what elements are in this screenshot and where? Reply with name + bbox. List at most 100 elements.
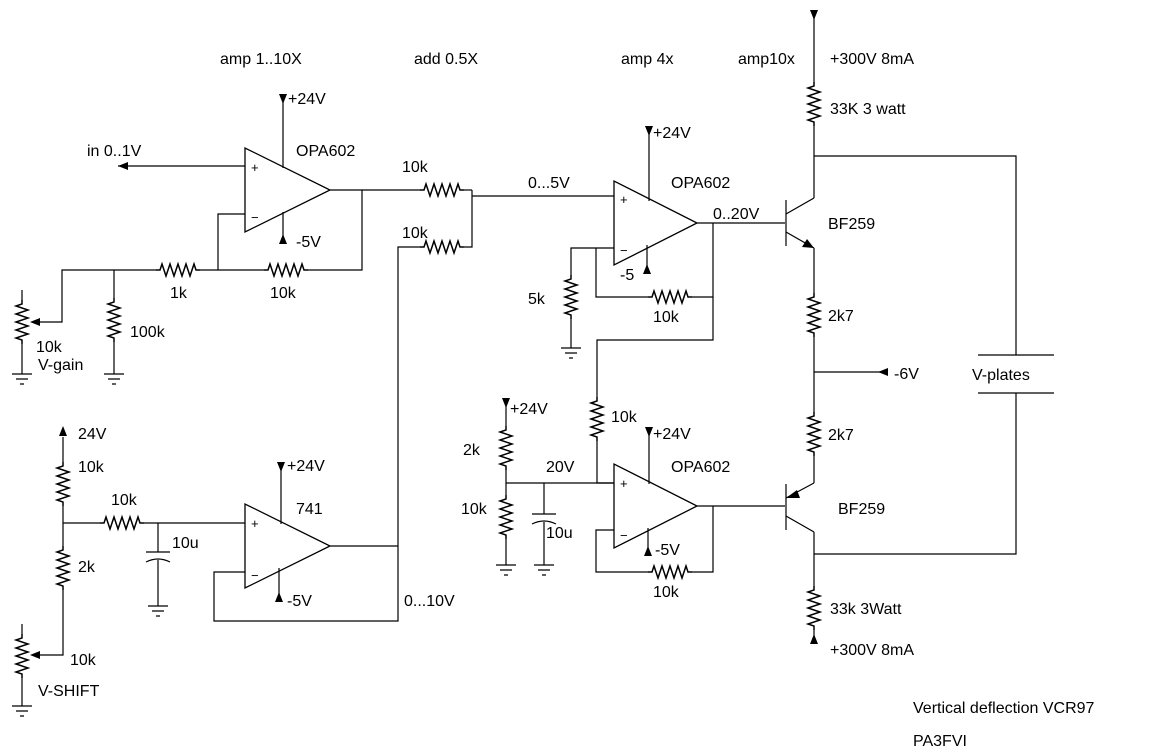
- svg-text:+: +: [620, 192, 628, 207]
- resistor-ref-bottom: [497, 495, 515, 539]
- emitter-supply-label: -6V: [894, 366, 919, 383]
- opamp-u3-vneg: -5V: [287, 593, 312, 610]
- capacitor-ref-label: 10u: [546, 525, 573, 542]
- transistor-q1: [785, 197, 815, 249]
- opamp-u2-vneg: -5: [620, 267, 634, 284]
- arrow-u2-vpos: [645, 126, 653, 136]
- title-amp-4x: amp 4x: [621, 51, 673, 68]
- opamp-u1-vneg: -5V: [296, 234, 321, 251]
- v-plates: [978, 354, 1054, 394]
- resistor-load-bottom-label: 33k 3Watt: [830, 601, 902, 618]
- node-label-out-stage3: 0..20V: [713, 206, 760, 223]
- arrow-u4-vpos: [645, 427, 653, 437]
- input-arrow: [118, 162, 128, 170]
- v-gain-value: 10k: [36, 339, 63, 356]
- arrow-u1-vneg: [279, 234, 287, 244]
- resistor-fb4-label: 10k: [653, 584, 680, 601]
- resistor-divider-bottom-label: 2k: [78, 559, 96, 576]
- resistor-100k-label: 100k: [130, 324, 166, 341]
- svg-text:−: −: [251, 210, 259, 225]
- resistor-filter: [100, 514, 144, 532]
- title-add-05x: add 0.5X: [414, 51, 478, 68]
- ref-supply-label: +24V: [510, 401, 548, 418]
- ground-symbol: [148, 605, 168, 617]
- svg-text:+: +: [251, 516, 259, 531]
- arrow-u3-vpos: [277, 462, 285, 472]
- supply-bottom-label: +300V 8mA: [830, 642, 914, 659]
- input-label: in 0..1V: [87, 143, 142, 160]
- resistor-load-bottom: [805, 586, 823, 630]
- ground-symbol: [12, 705, 32, 717]
- svg-text:−: −: [620, 243, 628, 258]
- shift-supply-label: 24V: [78, 426, 107, 443]
- resistor-1k-label: 1k: [170, 285, 188, 302]
- arrow-ref-supply: [502, 398, 510, 408]
- resistor-emit-bottom: [805, 412, 823, 456]
- resistor-sum1-label: 10k: [402, 159, 429, 176]
- node-label-shift-out: 0...10V: [404, 593, 455, 610]
- title-amp-10x: amp10x: [738, 51, 795, 68]
- arrow-u4-vneg: [644, 546, 652, 556]
- opamp-u2-name: OPA602: [671, 175, 730, 192]
- resistor-emit-bottom-label: 2k7: [828, 427, 854, 444]
- potentiometer-v-shift: [13, 634, 31, 678]
- resistor-emit-top: [805, 293, 823, 337]
- resistor-link-label: 10k: [611, 409, 638, 426]
- opamp-u3-vpos: +24V: [287, 458, 325, 475]
- transistor-q2: [785, 482, 815, 533]
- resistor-sum2: [420, 238, 464, 256]
- capacitor-filter-label: 10u: [172, 535, 199, 552]
- resistor-emit-top-label: 2k7: [828, 308, 854, 325]
- opamp-u1: + −: [244, 146, 332, 234]
- resistor-fb1: [264, 261, 308, 279]
- resistor-5k: [562, 275, 580, 319]
- opamp-u4: + −: [613, 462, 699, 550]
- transistor-q1-label: BF259: [828, 216, 875, 233]
- opamp-u4-vpos: +24V: [653, 426, 691, 443]
- resistor-ref-top: [497, 426, 515, 470]
- resistor-divider-top: [54, 462, 72, 506]
- resistor-fb2: [648, 288, 692, 306]
- footer-title: Vertical deflection VCR97: [913, 700, 1095, 717]
- resistor-sum2-label: 10k: [402, 225, 429, 242]
- resistor-ref-top-label: 2k: [463, 442, 481, 459]
- potentiometer-v-gain: [13, 300, 31, 344]
- opamp-u4-vneg: -5V: [655, 542, 680, 559]
- svg-text:−: −: [251, 568, 259, 583]
- resistor-100k: [105, 298, 123, 342]
- arrow-shift-supply: [59, 426, 67, 436]
- opamp-u1-vpos: +24V: [288, 91, 326, 108]
- resistor-ref-bottom-label: 10k: [461, 501, 488, 518]
- wiper-arrow-v-gain: [30, 318, 40, 326]
- v-shift-value: 10k: [70, 652, 97, 669]
- supply-top-label: +300V 8mA: [830, 51, 914, 68]
- opamp-u3-name: 741: [296, 501, 323, 518]
- resistor-fb4: [648, 563, 692, 581]
- resistor-divider-bottom: [54, 546, 72, 590]
- opamp-u2: + −: [613, 179, 699, 267]
- wiper-arrow-v-shift: [30, 651, 40, 659]
- ground-symbol: [561, 347, 581, 359]
- svg-text:+: +: [620, 476, 628, 491]
- ground-symbol: [496, 564, 516, 576]
- ground-symbol: [104, 373, 124, 385]
- transistor-q2-label: BF259: [838, 501, 885, 518]
- v-plates-label: V-plates: [972, 367, 1030, 384]
- arrow-u3-vneg: [275, 592, 283, 602]
- title-amp-1-10x: amp 1..10X: [220, 51, 302, 68]
- resistor-5k-label: 5k: [528, 291, 546, 308]
- resistor-fb1-label: 10k: [270, 285, 297, 302]
- resistor-filter-label: 10k: [111, 492, 138, 509]
- resistor-link: [588, 397, 606, 441]
- v-shift-name: V-SHIFT: [38, 683, 100, 700]
- opamp-u1-name: OPA602: [296, 143, 355, 160]
- opamp-u4-name: OPA602: [671, 459, 730, 476]
- arrow-supply-bottom: [810, 634, 818, 644]
- resistor-1k: [156, 261, 200, 279]
- footer-author: PA3FVI: [913, 733, 967, 750]
- ground-symbol: [12, 373, 32, 385]
- ground-symbol: [534, 564, 554, 576]
- opamp-u2-vpos: +24V: [653, 125, 691, 142]
- arrow-u2-vneg: [643, 264, 651, 274]
